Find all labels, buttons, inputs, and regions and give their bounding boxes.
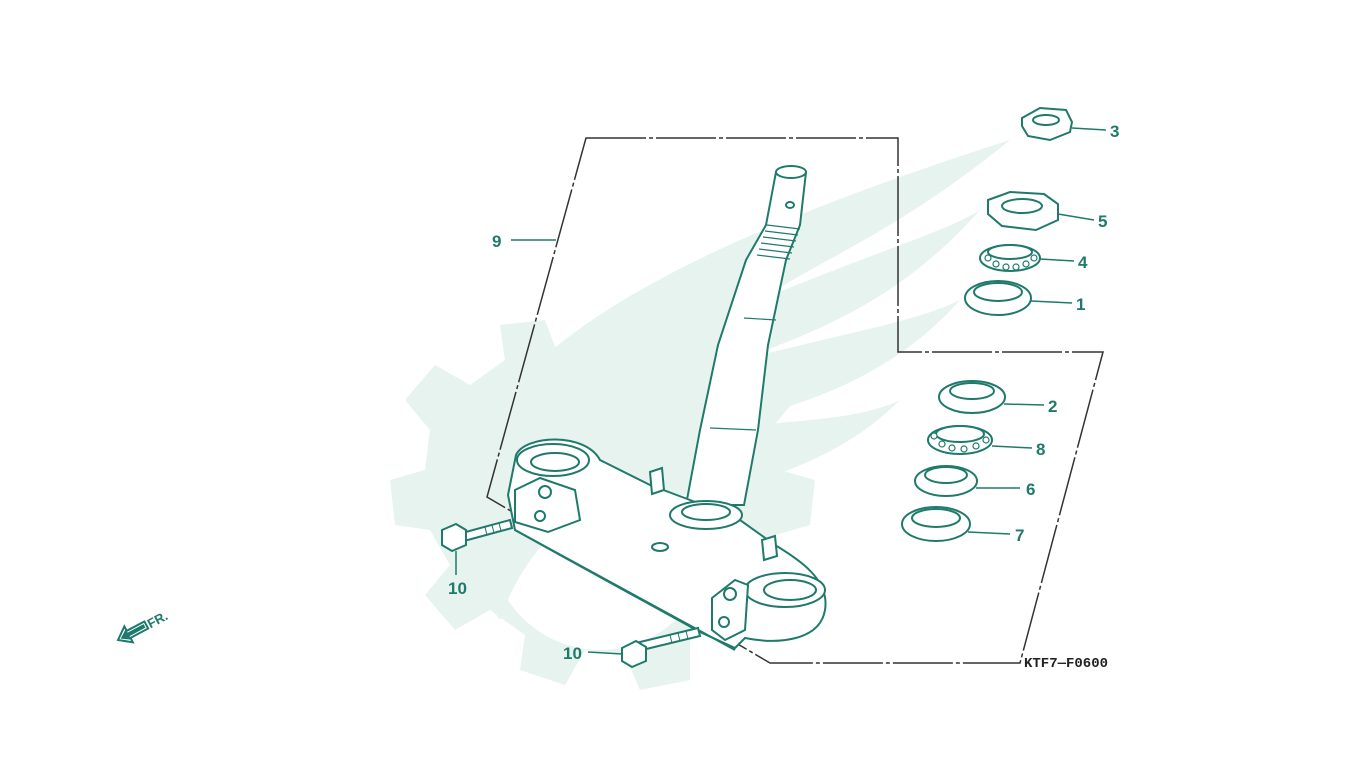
callout-7: 7	[1015, 526, 1024, 545]
callout-2: 2	[1048, 397, 1057, 416]
stopper-tab-left	[648, 466, 666, 496]
upper-ball-race-cone	[964, 280, 1032, 316]
right-fork-clamp-bore	[763, 579, 817, 601]
adjusting-nut	[987, 190, 1059, 232]
left-fork-clamp-bore	[530, 452, 580, 472]
upper-ball-race-outer	[938, 380, 1006, 414]
front-arrow-icon: FR.	[116, 608, 170, 644]
leader-lines	[455, 127, 1107, 655]
dust-seal	[901, 506, 971, 542]
pinch-bolt-left	[441, 518, 514, 553]
stem-hole	[785, 201, 795, 209]
stem-threads	[709, 224, 801, 431]
pinch-bolt-right	[621, 626, 702, 669]
callout-10-right: 10	[563, 644, 582, 663]
callout-10-left: 10	[448, 579, 467, 598]
callout-5: 5	[1098, 212, 1107, 231]
diagram-code: KTF7—F0600	[1024, 656, 1108, 672]
left-pinch-hole-1	[538, 485, 552, 499]
stem-top	[775, 165, 807, 179]
steering-stem-lock-nut	[1021, 106, 1074, 142]
upper-steel-ball-race	[979, 244, 1041, 272]
callout-3: 3	[1110, 122, 1119, 141]
callout-9: 9	[492, 232, 501, 251]
right-pinch-hole-1	[723, 587, 737, 601]
callout-1: 1	[1076, 295, 1085, 314]
steering-stem	[684, 165, 808, 506]
callout-4: 4	[1078, 253, 1088, 272]
right-pinch-hole-2	[718, 616, 730, 628]
bottom-bridge	[506, 438, 827, 651]
lower-ball-race-inner	[914, 465, 978, 497]
callout-labels: 3 5 4 1 2 8 6 7 9 10 10	[448, 122, 1119, 663]
bolt-head	[621, 639, 647, 669]
left-pinch-hole-2	[534, 510, 546, 522]
left-pinch-boss	[514, 476, 582, 534]
callout-6: 6	[1026, 480, 1035, 499]
stem-base-inner	[681, 503, 731, 521]
callout-8: 8	[1036, 440, 1045, 459]
lower-steel-ball-race	[927, 425, 993, 455]
lock-hole	[651, 542, 669, 552]
stem-shaft	[684, 171, 808, 506]
bolt-head	[441, 522, 467, 553]
stopper-tab-right	[760, 534, 779, 562]
